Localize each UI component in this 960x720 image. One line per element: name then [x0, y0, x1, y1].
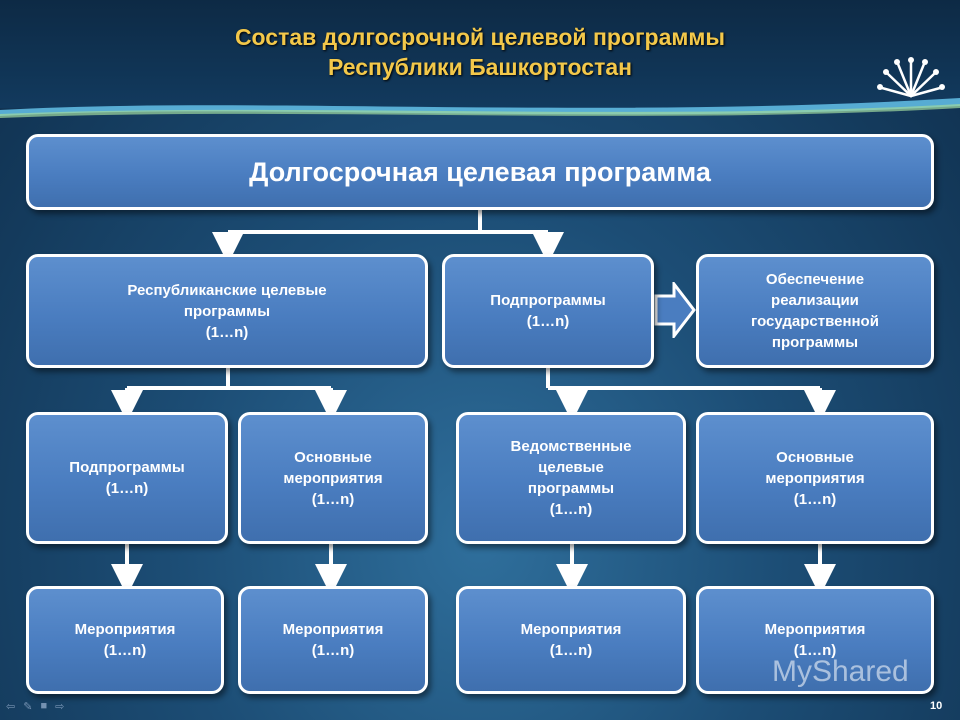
- box-program-support: Обеспечение реализации государственной п…: [696, 254, 934, 368]
- box-subprograms: Подпрограммы (1…n): [442, 254, 654, 368]
- box-rep-main-activities: Основные мероприятия (1…n): [238, 412, 428, 544]
- watermark-icon: [764, 658, 770, 688]
- box-departmental-programs: Ведомственные целевые программы (1…n): [456, 412, 686, 544]
- box-sub-main-activities: Основные мероприятия (1…n): [696, 412, 934, 544]
- pen-icon[interactable]: ✎: [23, 701, 33, 713]
- back-arrow-icon[interactable]: ⇦: [6, 701, 16, 713]
- box-activities-2: Мероприятия (1…n): [238, 586, 428, 694]
- slide-header: [0, 0, 960, 108]
- watermark-text: MyShared: [772, 655, 909, 688]
- header-wave: [0, 98, 960, 118]
- box-republican-programs: Республиканские целевые программы (1…n): [26, 254, 428, 368]
- box-long-term-program: Долгосрочная целевая программа: [26, 134, 934, 210]
- logo-icon: [877, 57, 945, 98]
- block-arrow-right: [654, 282, 696, 338]
- box-rep-subprograms: Подпрограммы (1…n): [26, 412, 228, 544]
- slide-title-line2: Республики Башкортостан: [327, 54, 633, 80]
- slide-title-line1: Состав долгосрочной целевой программы: [234, 24, 726, 50]
- page-number: 10: [930, 700, 943, 712]
- box-activities-4: Мероприятия (1…n): [696, 586, 934, 694]
- forward-arrow-icon[interactable]: ⇨: [55, 701, 65, 713]
- box-activities-1: Мероприятия (1…n): [26, 586, 224, 694]
- slide-nav[interactable]: ⇦ ✎ ■ ⇨: [6, 700, 64, 713]
- box-activities-3: Мероприятия (1…n): [456, 586, 686, 694]
- menu-icon[interactable]: ■: [40, 700, 48, 712]
